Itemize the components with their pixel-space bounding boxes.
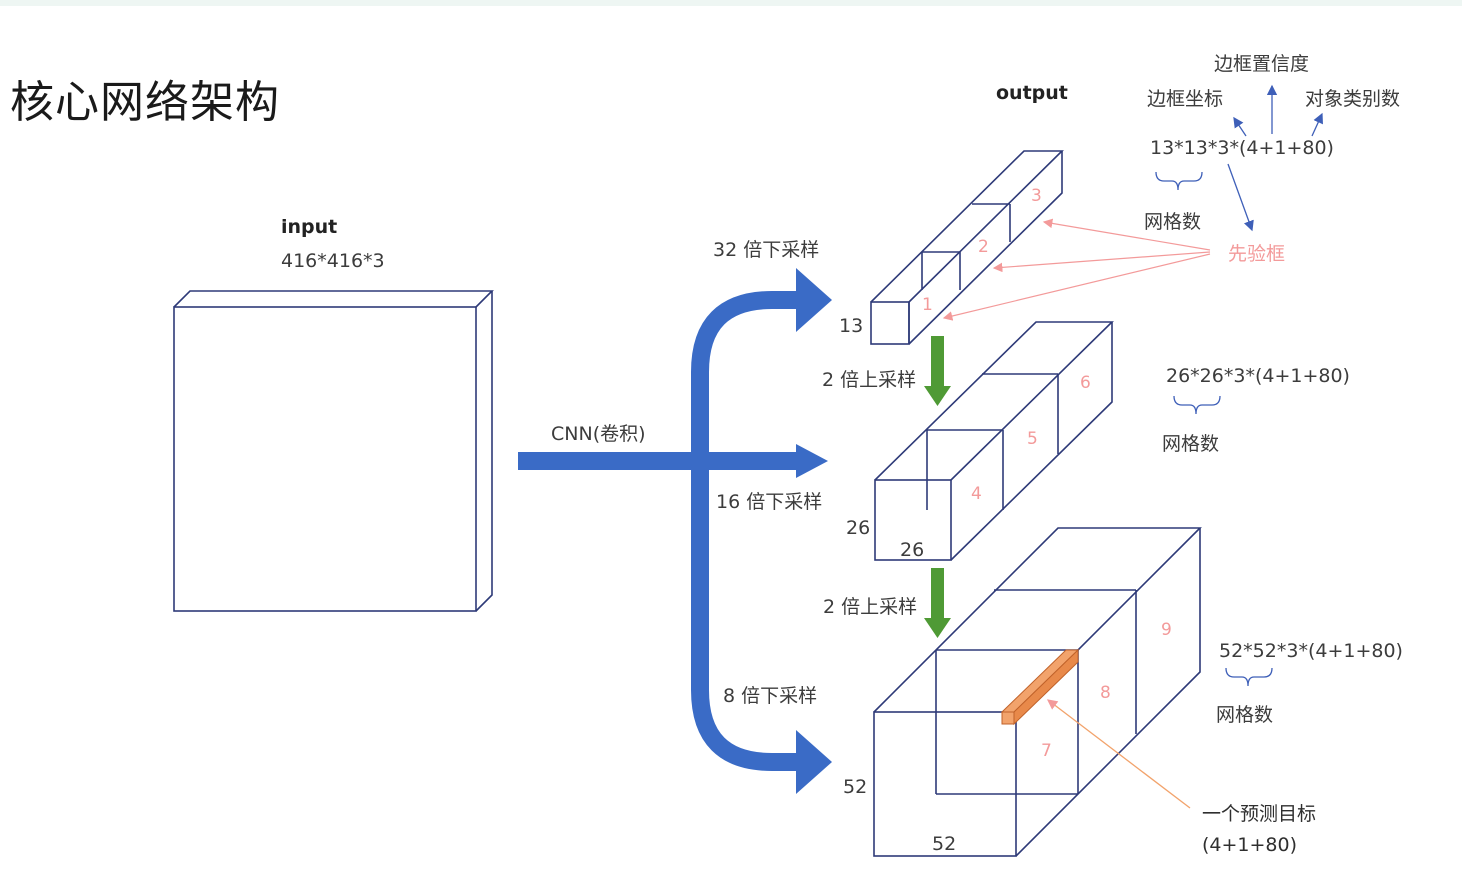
tensor-52-size-bottom: 52 (932, 833, 957, 855)
grid-count-26: 网格数 (1162, 433, 1220, 455)
target-pointer-arrow (1046, 699, 1191, 809)
anchor-number-3: 3 (1031, 186, 1042, 206)
target-dims-label: (4+1+80) (1202, 834, 1298, 856)
one-target-label: 一个预测目标 (1202, 803, 1317, 825)
tensor-13-size: 13 (839, 315, 864, 337)
anchor-number-9: 9 (1161, 620, 1172, 640)
output-tensor-52 (873, 527, 1202, 857)
upsample-arrows (924, 336, 951, 638)
upsample-1-label: 2 倍上采样 (822, 369, 917, 391)
output-tensor-26 (874, 321, 1114, 561)
anchor-number-1: 1 (922, 295, 933, 315)
anchor-number-8: 8 (1100, 683, 1111, 703)
grid-braces (1155, 171, 1273, 687)
formula-26: 26*26*3*(4+1+80) (1166, 365, 1350, 387)
tensor-52-size-left: 52 (843, 776, 868, 798)
input-label: input (281, 216, 338, 238)
anchor-number-7: 7 (1041, 741, 1052, 761)
top-band (0, 0, 1462, 6)
tensor-26-size-bottom: 26 (900, 539, 925, 561)
downsample-16-label: 16 倍下采样 (716, 491, 823, 513)
box-coords-label: 边框坐标 (1147, 88, 1224, 110)
anchor-box-label: 先验框 (1228, 243, 1286, 265)
page-title: 核心网络架构 (10, 77, 280, 128)
output-tensor-13 (870, 150, 1064, 345)
grid-count-13: 网格数 (1144, 211, 1202, 233)
predicted-cell (1000, 648, 1080, 726)
formula-annotation-arrows (1227, 84, 1323, 232)
upsample-2-label: 2 倍上采样 (823, 596, 918, 618)
box-confidence-label: 边框置信度 (1214, 53, 1310, 75)
grid-count-52: 网格数 (1216, 704, 1274, 726)
formula-13: 13*13*3*(4+1+80) (1150, 137, 1334, 159)
tensor-26-size-left: 26 (846, 517, 871, 539)
anchor-number-4: 4 (971, 484, 982, 504)
class-count-label: 对象类别数 (1305, 88, 1401, 110)
anchor-number-6: 6 (1080, 373, 1091, 393)
cnn-label: CNN(卷积) (551, 423, 646, 445)
anchor-pointer-arrows (942, 218, 1211, 321)
downsample-8-label: 8 倍下采样 (723, 685, 818, 707)
anchor-number-5: 5 (1027, 429, 1038, 449)
downsample-arrows (518, 268, 832, 794)
input-prism (173, 290, 494, 612)
input-dims: 416*416*3 (281, 250, 385, 272)
output-label: output (996, 82, 1068, 104)
anchor-number-2: 2 (978, 237, 989, 257)
formula-52: 52*52*3*(4+1+80) (1219, 640, 1403, 662)
downsample-32-label: 32 倍下采样 (713, 239, 820, 261)
